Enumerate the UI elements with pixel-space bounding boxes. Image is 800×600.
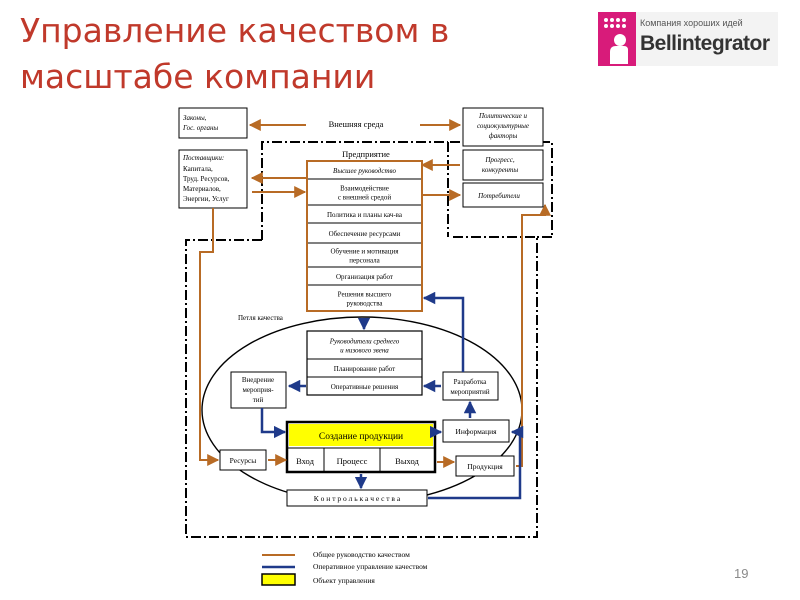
suppliers-line3: Материалов,	[183, 185, 221, 193]
suppliers-title: Поставщики:	[182, 154, 224, 162]
progress-line1: Прогресс,	[484, 156, 515, 164]
progress-line2: конкуренты	[482, 166, 518, 174]
slide-title-line1: Управление качеством в	[20, 11, 450, 50]
implementation-line1: Внедрение	[242, 376, 274, 384]
middle-mgmt-outline	[306, 330, 423, 396]
suppliers-line4: Энергии, Услуг	[183, 195, 229, 203]
political-line2: социокультурные	[477, 122, 529, 130]
enterprise-row-label: персонала	[349, 257, 380, 265]
implementation-line2: мероприя-	[242, 386, 274, 394]
enterprise-row-label: Взаимодействие	[340, 185, 389, 193]
progress-box: Прогресс, конкуренты	[462, 149, 544, 181]
enterprise-outline	[306, 160, 423, 312]
legend: Общее руководство качеством Оперативное …	[261, 550, 428, 586]
political-line1: Политические и	[478, 112, 528, 120]
enterprise-row-label: Обеспечение ресурсами	[329, 230, 401, 238]
development-box: Разработка мероприятий	[442, 371, 499, 401]
quality-control-label: К о н т р о л ь к а ч е с т в а	[314, 494, 401, 503]
middle-mgmt-row-label: Оперативные решения	[331, 383, 399, 391]
enterprise-row-label: Обучение и мотивация	[331, 248, 400, 256]
environment-boundaries	[185, 141, 553, 538]
information-label: Информация	[455, 427, 497, 436]
suppliers-line1: Капитала,	[183, 165, 213, 173]
product-box: Продукция	[455, 455, 515, 477]
enterprise-row-label: Политика и планы кач-ва	[327, 211, 403, 219]
logo-figure-icon	[604, 18, 628, 64]
laws-line2: Гос. органы	[182, 124, 218, 132]
political-line3: факторы	[489, 132, 518, 140]
middle-mgmt-row-label: и низового звена	[340, 347, 389, 355]
quality-loop-label: Петля качества	[238, 314, 284, 322]
legend-label-operational: Оперативное управление качеством	[313, 562, 428, 571]
quality-control-box: К о н т р о л ь к а ч е с т в а	[286, 489, 428, 507]
enterprise-row-label: Высшее руководство	[333, 167, 396, 175]
laws-box: Законы, Гос. органы	[178, 107, 248, 139]
legend-label-object: Объект управления	[313, 576, 375, 585]
logo-mark-icon	[598, 12, 636, 66]
page-number: 19	[734, 566, 749, 581]
suppliers-line2: Труд. Ресурсов,	[183, 175, 230, 183]
production-process: Процесс	[337, 456, 368, 466]
resources-box: Ресурсы	[219, 449, 267, 471]
information-box: Информация	[442, 419, 510, 443]
implementation-box: Внедрение мероприя- тий	[230, 371, 287, 409]
product-label: Продукция	[467, 462, 503, 471]
enterprise-label: Предприятие	[342, 149, 390, 159]
consumers-box: Потребители	[462, 182, 544, 208]
enterprise-row-box	[306, 178, 423, 206]
production-block: Создание продукции Вход Процесс Выход	[285, 420, 437, 474]
laws-line1: Законы,	[183, 114, 207, 122]
implementation-line3: тий	[253, 396, 264, 404]
operational-management-arrows	[260, 291, 524, 500]
slide-title: Управление качеством в масштабе компании	[20, 8, 580, 100]
suppliers-box: Поставщики: Капитала, Труд. Ресурсов, Ма…	[178, 149, 248, 209]
legend-label-general: Общее руководство качеством	[313, 550, 410, 559]
development-line2: мероприятий	[450, 388, 490, 396]
consumers-label: Потребители	[477, 192, 520, 200]
production-title: Создание продукции	[319, 432, 403, 442]
enterprise-row-label: Решения высшего	[338, 291, 392, 299]
production-input: Вход	[296, 456, 314, 466]
enterprise-row-box	[306, 284, 423, 312]
logo-tagline: Компания хороших идей	[640, 18, 743, 28]
slide-title-line2: масштабе компании	[20, 57, 376, 96]
political-factors-box: Политические и социокультурные факторы	[462, 107, 544, 147]
external-exchange-arrows	[248, 119, 462, 201]
external-environment-label: Внешняя среда	[329, 119, 384, 129]
middle-mgmt-row-label: Руководители среднего	[329, 338, 400, 346]
development-line1: Разработка	[454, 378, 488, 386]
logo-name: Bellintegrator	[640, 32, 770, 55]
legend-swatch-object	[261, 573, 296, 586]
enterprise-row-label: с внешней средой	[338, 194, 391, 202]
enterprise-row-label: Организация работ	[336, 273, 393, 281]
enterprise-row-label: руководства	[346, 300, 383, 308]
company-logo: Компания хороших идей Bellintegrator	[598, 12, 778, 66]
resources-label: Ресурсы	[230, 456, 257, 465]
production-output: Выход	[395, 456, 419, 466]
middle-mgmt-row-label: Планирование работ	[334, 365, 395, 373]
